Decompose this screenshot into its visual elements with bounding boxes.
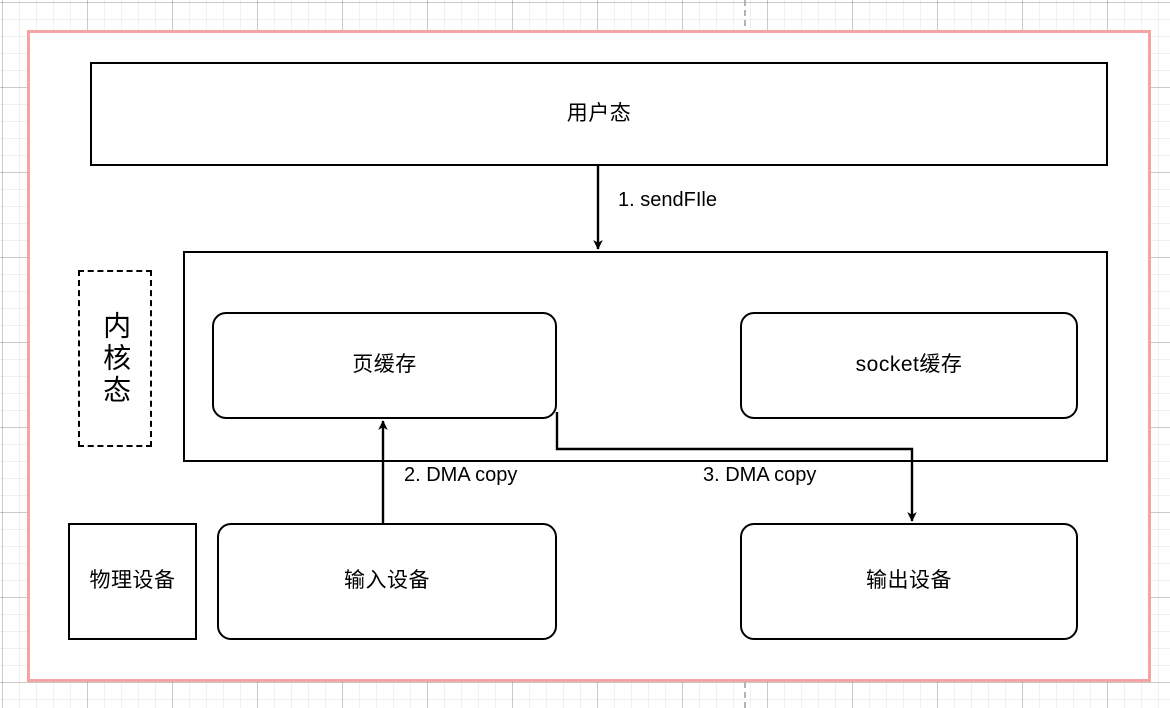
tag-kernel-mode-label: 内核态 bbox=[100, 310, 132, 407]
node-socket-buffer-label: socket缓存 bbox=[855, 353, 963, 377]
node-user-mode-label: 用户态 bbox=[566, 101, 632, 125]
tag-kernel-mode[interactable]: 内核态 bbox=[78, 270, 152, 447]
node-input-device[interactable]: 输入设备 bbox=[217, 523, 557, 640]
tag-physical-device[interactable]: 物理设备 bbox=[68, 523, 197, 640]
edge-label-sendfile: 1. sendFIle bbox=[618, 189, 717, 211]
edge-label-dma-copy-out: 3. DMA copy bbox=[703, 464, 817, 486]
node-page-cache-label: 页缓存 bbox=[352, 353, 417, 377]
tag-physical-device-label: 物理设备 bbox=[89, 569, 176, 593]
node-page-cache[interactable]: 页缓存 bbox=[212, 312, 557, 419]
node-socket-buffer[interactable]: socket缓存 bbox=[740, 312, 1078, 419]
node-output-device[interactable]: 输出设备 bbox=[740, 523, 1078, 640]
node-output-device-label: 输出设备 bbox=[866, 569, 952, 593]
node-input-device-label: 输入设备 bbox=[344, 569, 430, 593]
node-user-mode[interactable]: 用户态 bbox=[90, 62, 1108, 166]
edge-label-dma-copy-in: 2. DMA copy bbox=[404, 464, 518, 486]
